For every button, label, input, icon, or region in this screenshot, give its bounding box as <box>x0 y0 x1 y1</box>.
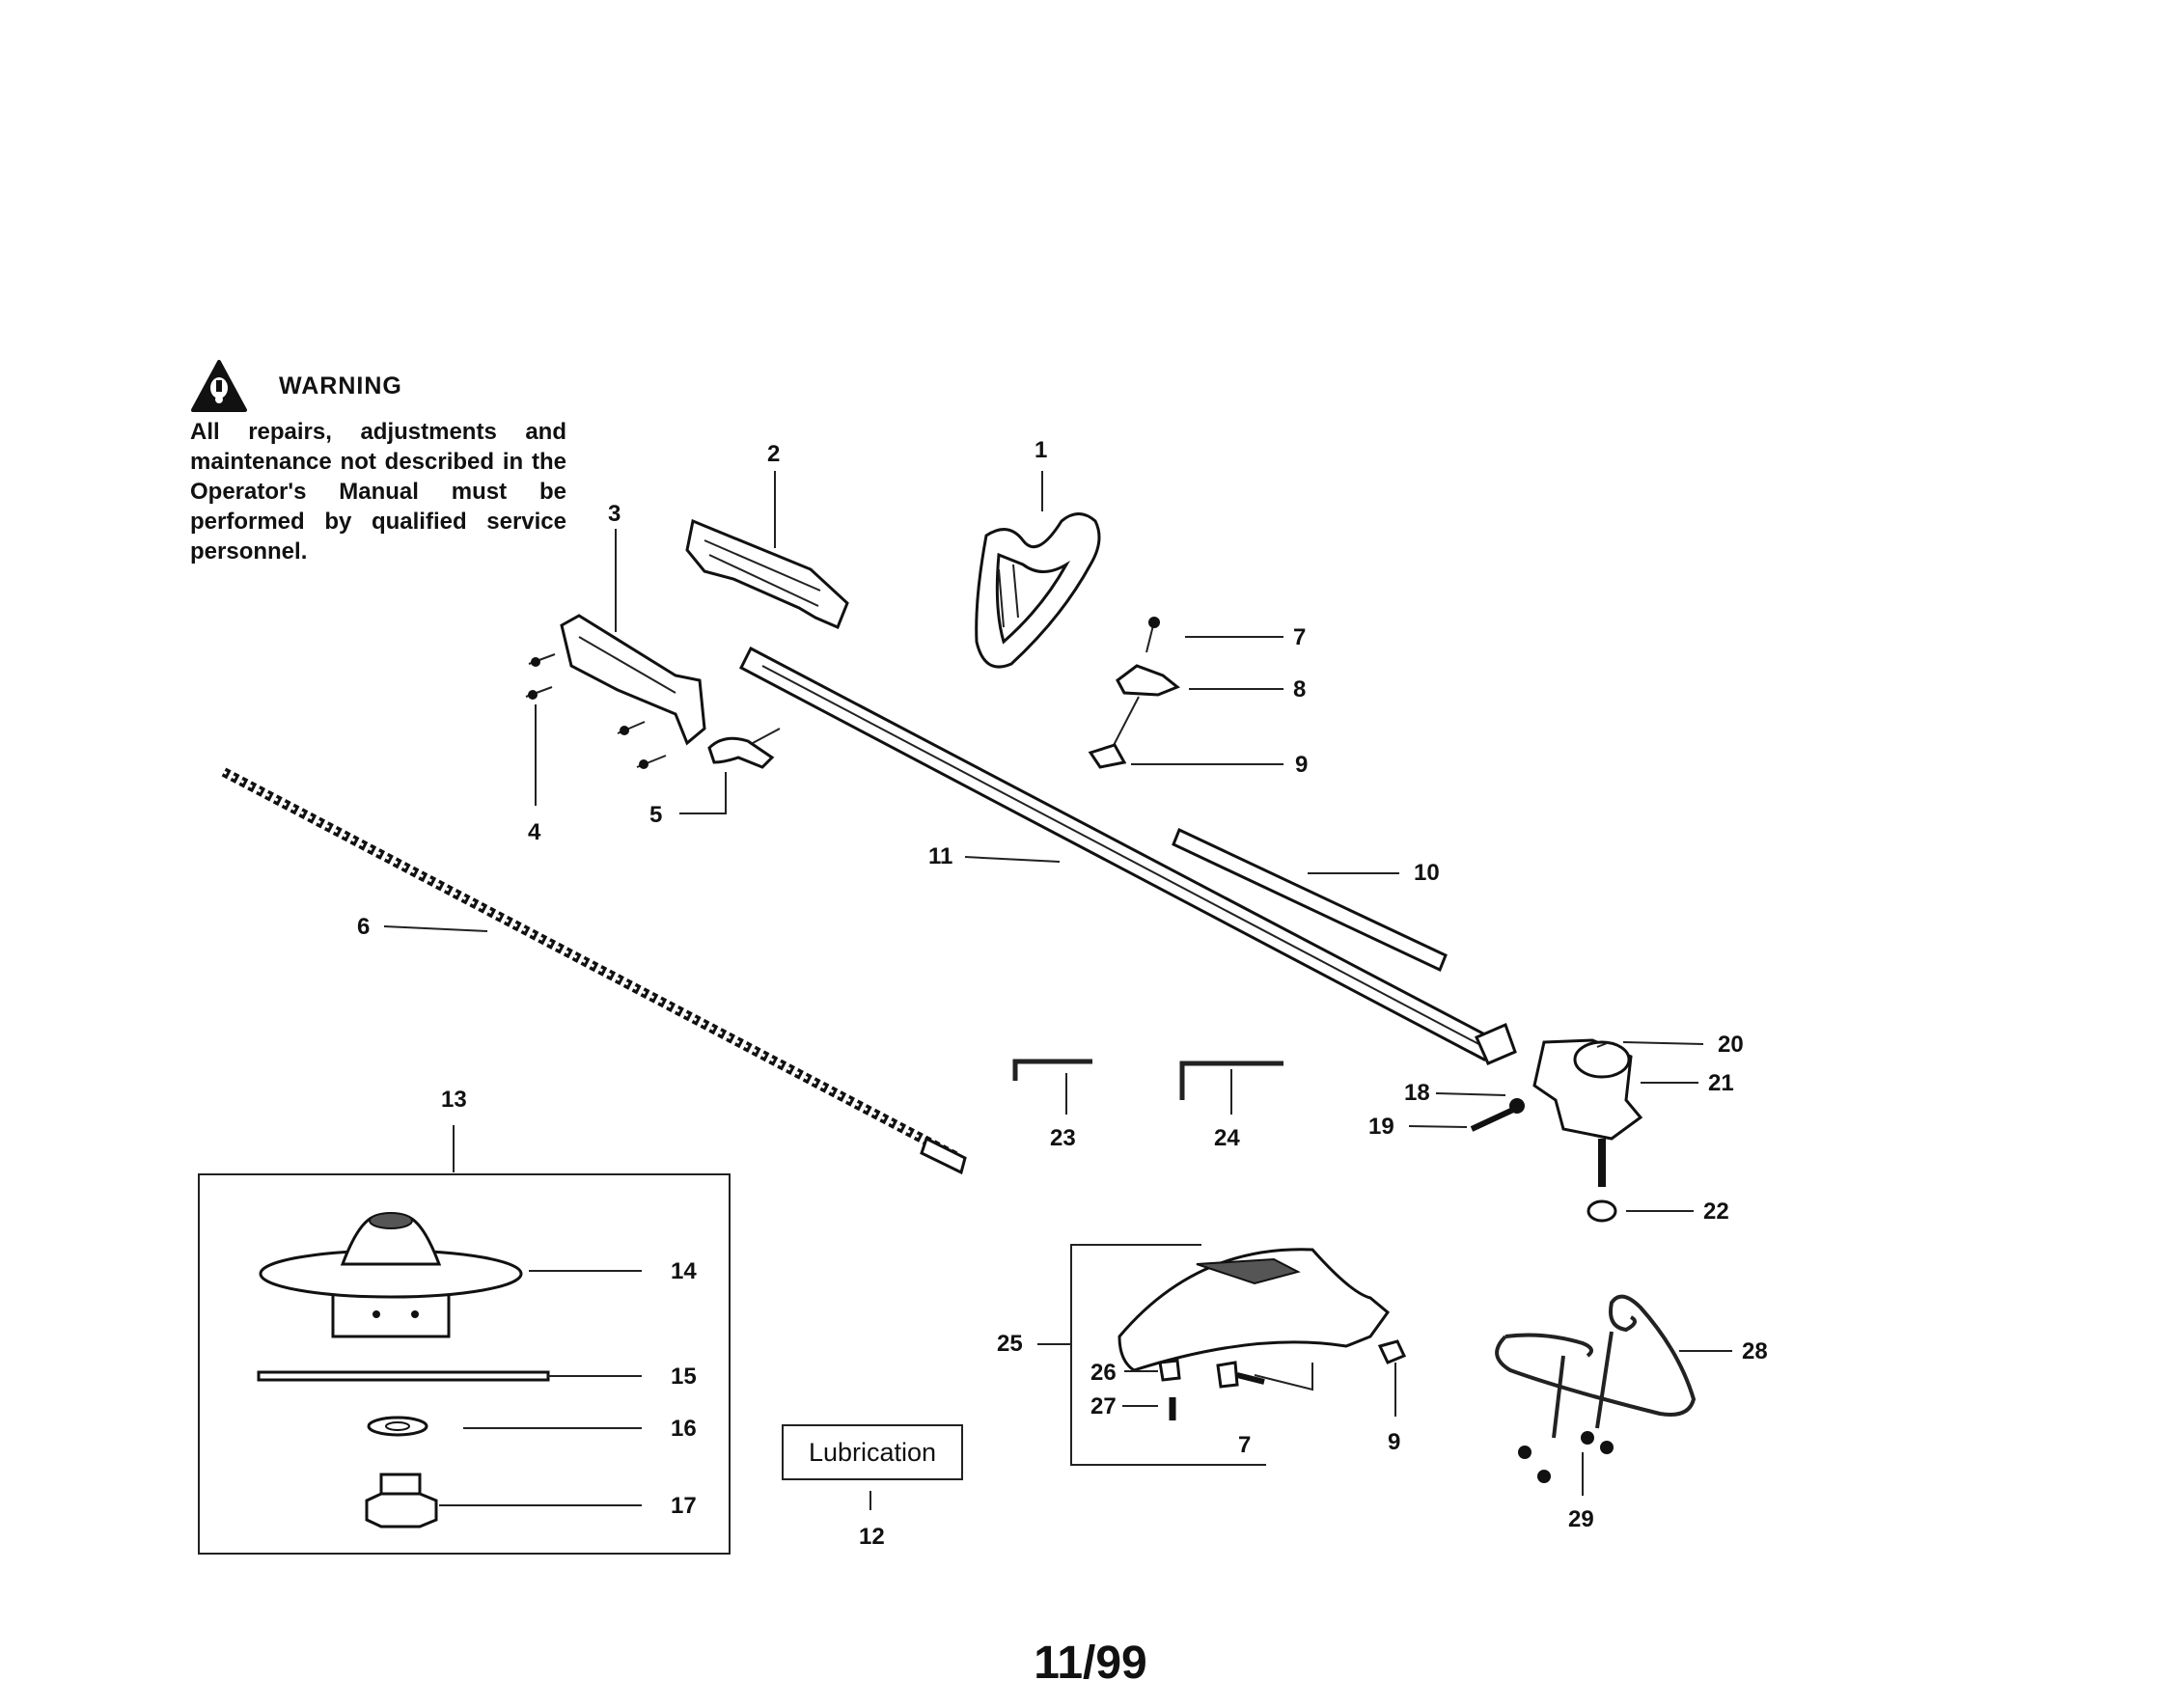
callout-16: 16 <box>671 1416 697 1442</box>
callout-29: 29 <box>1568 1506 1594 1532</box>
callout-9a: 9 <box>1295 752 1308 778</box>
screws-part-29 <box>1518 1431 1614 1483</box>
warning-text: All repairs, adjustments and maintenance… <box>190 419 566 565</box>
callout-26: 26 <box>1090 1360 1117 1386</box>
trimmer-head-box <box>198 1173 731 1555</box>
callout-14: 14 <box>671 1258 697 1284</box>
callout-1: 1 <box>1035 437 1047 463</box>
warning-header: WARNING <box>190 359 566 413</box>
leader-lines <box>383 471 1732 1510</box>
callout-7b: 7 <box>1238 1432 1251 1458</box>
lubrication-label: Lubrication <box>808 1437 937 1467</box>
wing-nut-part-9b <box>1377 1339 1407 1364</box>
warning-triangle-icon <box>191 360 247 412</box>
shaft-housing-part <box>739 646 1499 1061</box>
decal-part <box>1172 827 1448 973</box>
warning-block: WARNING All repairs, adjustments and mai… <box>190 359 566 566</box>
callout-5: 5 <box>649 802 662 828</box>
handle-bracket-part <box>685 518 849 629</box>
shield-part-25 <box>1118 1248 1391 1372</box>
callout-13: 13 <box>441 1087 467 1113</box>
callout-11: 11 <box>928 843 952 869</box>
callout-6: 6 <box>357 914 370 940</box>
washer-part-16 <box>367 1416 428 1437</box>
callout-23: 23 <box>1050 1125 1076 1151</box>
warning-title: WARNING <box>279 372 402 399</box>
callout-25: 25 <box>997 1331 1023 1357</box>
hex-key-part-24 <box>1179 1061 1283 1100</box>
guard-wire-part-28 <box>1495 1294 1697 1439</box>
screws-part-4 <box>525 653 667 769</box>
callout-27: 27 <box>1090 1393 1117 1419</box>
shield-box <box>1070 1244 1266 1466</box>
hex-key-part-23 <box>1012 1059 1092 1081</box>
bolt-part-19 <box>1470 1098 1525 1132</box>
spool-part-14 <box>259 1212 523 1338</box>
handle-part <box>560 614 706 746</box>
callout-20: 20 <box>1718 1032 1744 1058</box>
callout-17: 17 <box>671 1493 697 1519</box>
callout-8: 8 <box>1293 676 1306 702</box>
gear-head-part <box>1475 1022 1643 1187</box>
callout-3: 3 <box>608 501 621 527</box>
cap-part-22 <box>1587 1199 1617 1223</box>
callout-12: 12 <box>859 1524 885 1550</box>
callout-4: 4 <box>528 819 541 845</box>
d-handle-part <box>975 512 1101 669</box>
callout-18: 18 <box>1404 1080 1430 1106</box>
clamp-assembly-part <box>1088 617 1180 769</box>
bolt-part-7b <box>1216 1361 1313 1391</box>
callout-7a: 7 <box>1293 624 1306 650</box>
callout-22: 22 <box>1703 1198 1729 1225</box>
nut-part-17 <box>365 1473 438 1529</box>
callout-10: 10 <box>1414 860 1440 886</box>
clip-part <box>707 728 781 769</box>
callout-labels: 1 2 3 4 5 6 7 8 9 10 11 12 13 14 15 16 1… <box>357 437 1768 1550</box>
lubrication-box: Lubrication <box>782 1424 963 1480</box>
page-number: 11/99 <box>1034 1638 1147 1689</box>
clip-part-26 <box>1158 1359 1181 1382</box>
callout-28: 28 <box>1742 1338 1768 1364</box>
callout-15: 15 <box>671 1364 697 1390</box>
callout-24: 24 <box>1214 1125 1240 1151</box>
callout-2: 2 <box>767 441 780 467</box>
callout-19: 19 <box>1368 1114 1394 1140</box>
callout-9b: 9 <box>1388 1429 1400 1455</box>
blade-part-15 <box>257 1370 550 1382</box>
drive-shaft-part <box>221 767 967 1175</box>
callout-21: 21 <box>1708 1070 1734 1096</box>
